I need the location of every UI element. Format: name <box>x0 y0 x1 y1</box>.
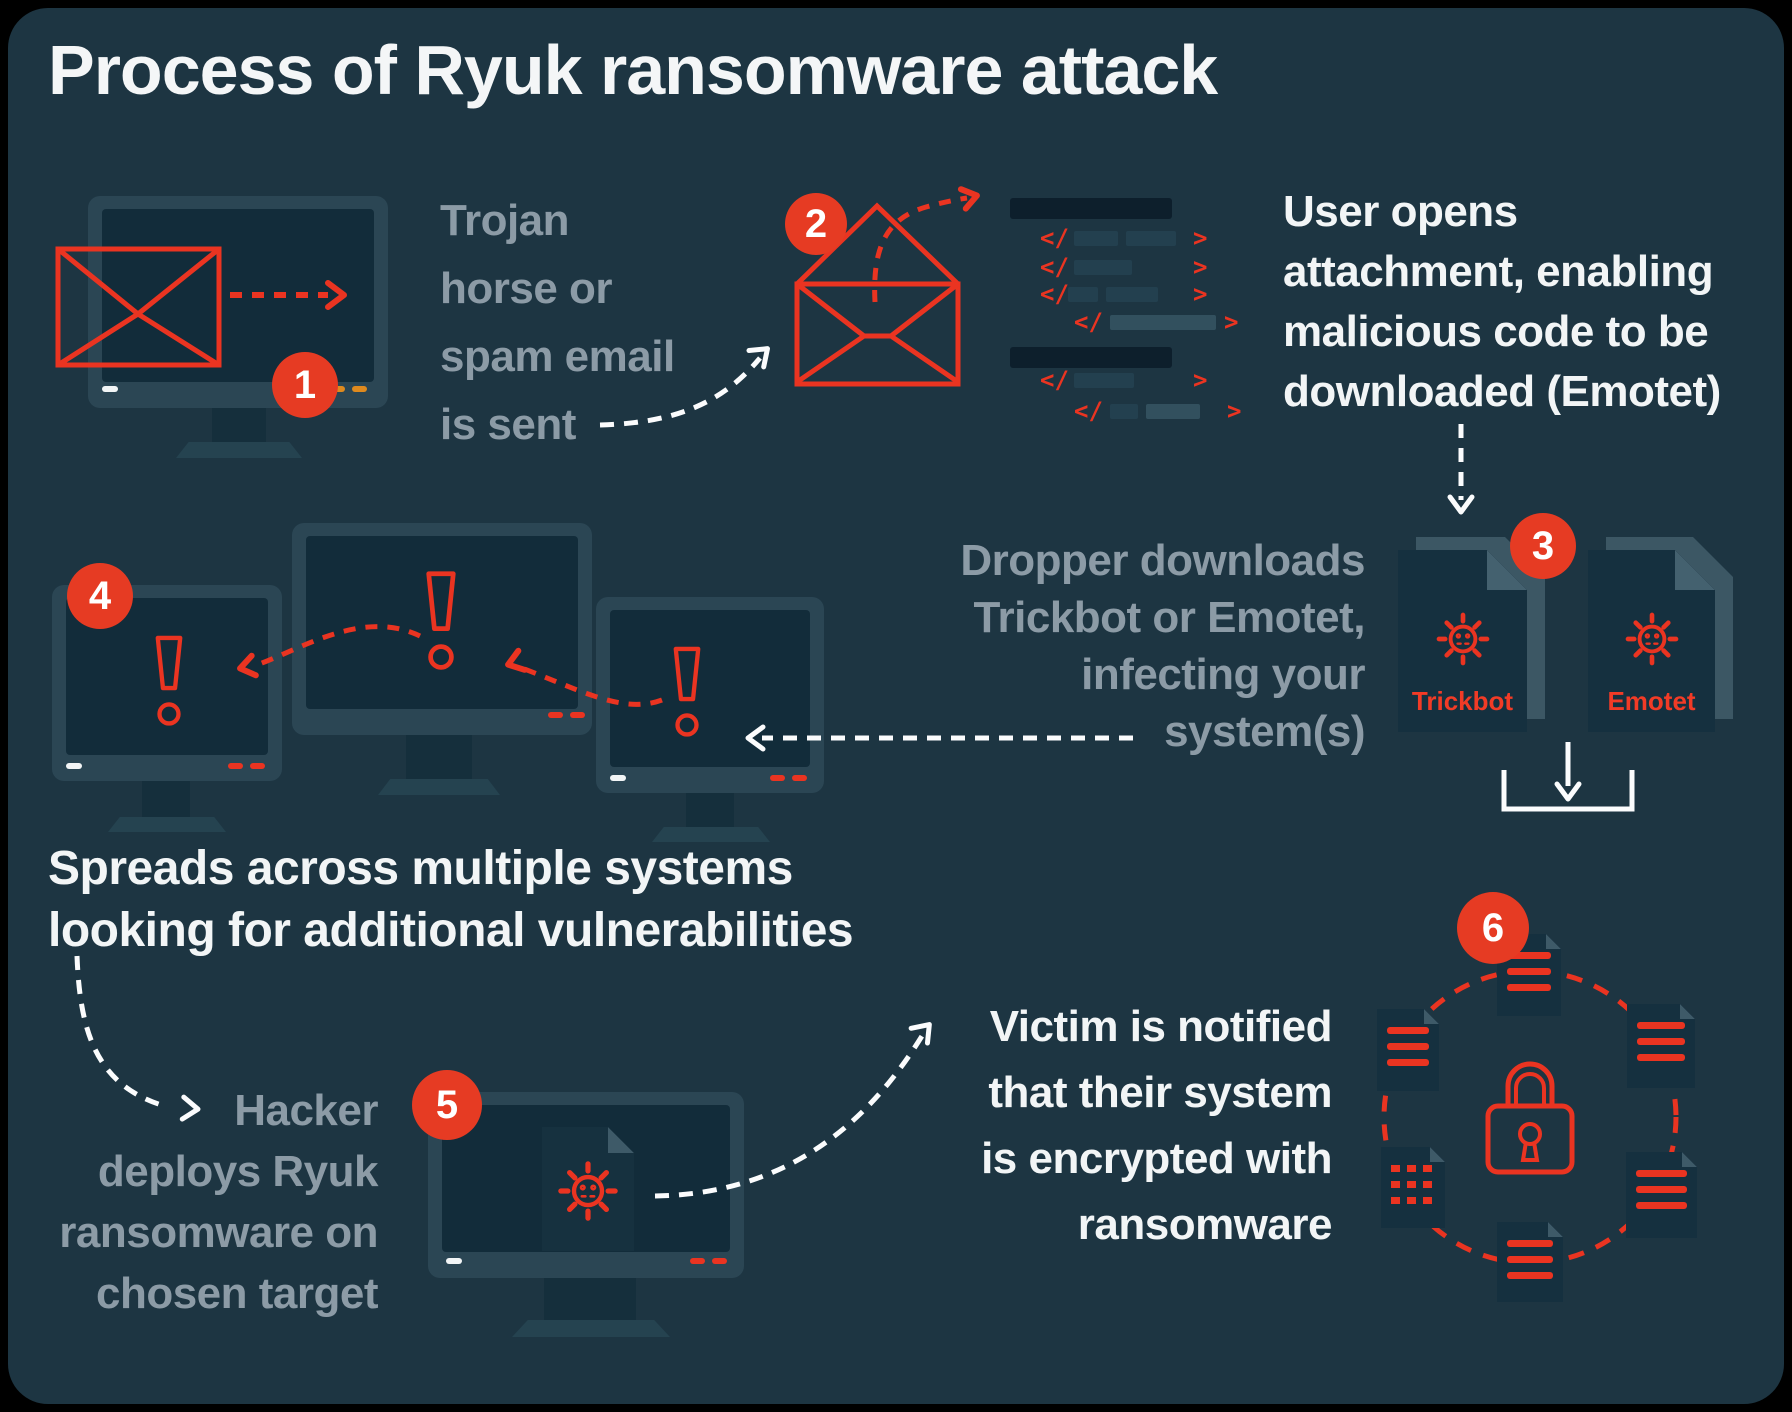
step-badge-2: 2 <box>785 193 847 255</box>
code-snippet: </ > </ > </ > </ > </ > </ > <box>1010 192 1260 432</box>
document-icon <box>542 1127 634 1251</box>
document-icon <box>1381 1147 1445 1228</box>
caption-step1: Trojan horse or spam email is sent <box>440 196 675 449</box>
virus-icon <box>1621 608 1683 670</box>
file-emotet: Emotet <box>1588 550 1715 732</box>
document-icon <box>1377 1009 1439 1091</box>
code-open-tag: </ <box>1040 224 1069 252</box>
caption-step2: User opens attachment, enabling maliciou… <box>1283 187 1721 416</box>
warning-icon <box>668 643 706 743</box>
file-label: Trickbot <box>1411 686 1514 716</box>
monitor-stand <box>544 1278 636 1320</box>
monitor-screen <box>610 610 810 767</box>
warning-icon <box>420 570 462 674</box>
virus-icon <box>1432 608 1494 670</box>
file-trickbot: Trickbot <box>1398 550 1527 732</box>
step-badge-6: 6 <box>1457 892 1529 964</box>
monitor-stand <box>212 408 266 442</box>
monitor-right <box>596 597 824 793</box>
power-led <box>102 386 118 392</box>
power-led <box>446 1258 462 1264</box>
code-close-tag: > <box>1193 224 1208 252</box>
document-icon <box>1497 1222 1563 1302</box>
step-badge-1: 1 <box>272 352 338 418</box>
caption-step3: Dropper downloads Trickbot or Emotet, in… <box>960 536 1365 756</box>
warning-icon <box>150 632 188 732</box>
step-badge-3: 3 <box>1510 513 1576 579</box>
step-badge-5: 5 <box>412 1070 482 1140</box>
lock-icon <box>1485 1061 1575 1175</box>
caption-step4: Spreads across multiple systems looking … <box>48 842 854 957</box>
monitor-stand-base <box>652 827 770 842</box>
document-icon <box>1627 1004 1695 1088</box>
envelope-icon <box>55 246 222 368</box>
monitor-stand-base <box>176 442 302 458</box>
caption-step6-victim: Victim is notified that their system is … <box>981 1002 1332 1249</box>
screen-dashes <box>770 775 807 781</box>
monitor-stand <box>406 735 472 779</box>
screen-dashes <box>228 763 265 769</box>
screen-dashes <box>548 712 585 718</box>
power-led <box>66 763 82 769</box>
caption-step5: Hacker deploys Ryuk ransomware on chosen… <box>59 1086 378 1318</box>
screen-dashes <box>690 1258 727 1264</box>
step-badge-4: 4 <box>67 563 133 629</box>
monitor-stand <box>686 793 734 827</box>
page-title: Process of Ryuk ransomware attack <box>48 31 1218 109</box>
monitor-stand-base <box>378 779 500 795</box>
monitor-stand <box>142 781 190 817</box>
monitor-stand-base <box>512 1320 670 1337</box>
monitor-stand-base <box>108 817 226 832</box>
document-icon <box>1626 1152 1697 1238</box>
file-label: Emotet <box>1607 686 1696 716</box>
virus-icon <box>553 1156 623 1226</box>
power-led <box>610 775 626 781</box>
